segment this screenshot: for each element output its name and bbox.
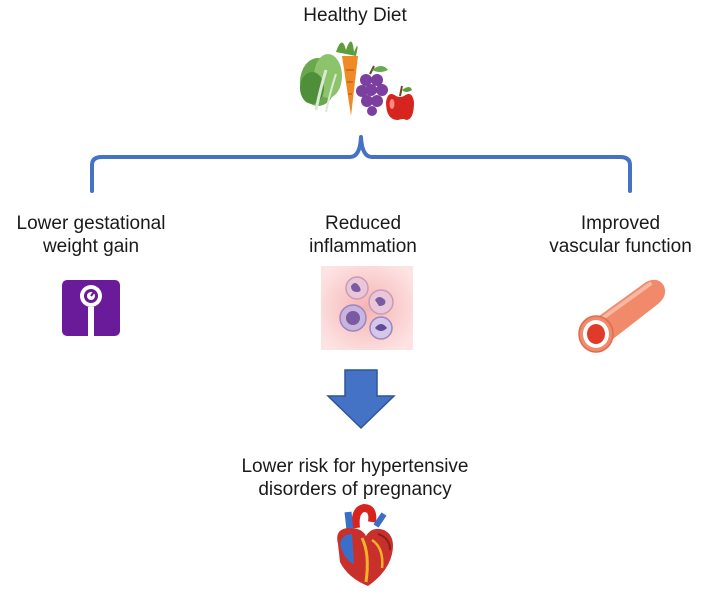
healthy-food-icon bbox=[300, 41, 414, 120]
outcome-text: Lower risk for hypertensive disorders of… bbox=[241, 456, 469, 500]
blood-vessel-icon bbox=[578, 279, 666, 353]
branch-bracket bbox=[90, 135, 632, 193]
benefit-vascular-function: Improved vascular function bbox=[549, 213, 692, 257]
benefit-weight-gain: Lower gestational weight gain bbox=[16, 213, 166, 257]
benefit-inflammation: Reduced inflammation bbox=[309, 213, 417, 257]
down-arrow bbox=[326, 369, 396, 430]
diagram-title: Healthy Diet bbox=[303, 5, 407, 26]
scale-icon bbox=[62, 280, 120, 336]
inflammatory-cells-icon bbox=[321, 266, 413, 350]
heart-icon bbox=[337, 504, 393, 586]
